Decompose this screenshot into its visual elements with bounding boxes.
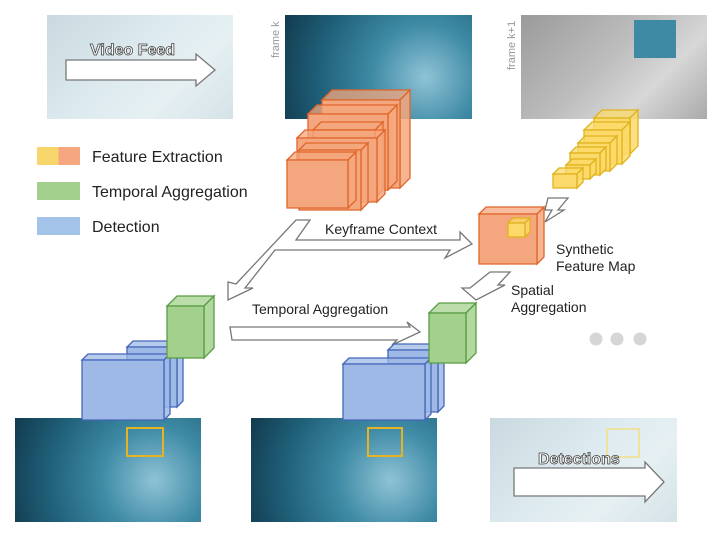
detection-image-1 [15, 418, 201, 522]
feature-extraction-layer-light-side [629, 108, 639, 156]
legend-label: Feature Extraction [92, 149, 223, 166]
synthetic-feature-patch [507, 222, 526, 238]
feature-extraction-layer-side [399, 88, 411, 190]
legend-swatch-feature-extraction [37, 147, 80, 165]
detection-layer-top [80, 353, 172, 361]
temporal-aggregation-block [428, 312, 467, 364]
spatial-label: Spatial [511, 282, 554, 298]
keyframe-context-label: Keyframe Context [325, 221, 438, 237]
feature-extraction-layer-side [376, 128, 386, 204]
feature-extraction-layer-light [552, 173, 578, 189]
synthetic-feature-map-top [477, 206, 546, 215]
feature-extraction-layer-side [360, 141, 369, 212]
detection-box [126, 427, 164, 457]
feature-extraction-layer-top [285, 151, 358, 161]
legend-swatch-temporal-aggregation [37, 182, 80, 200]
legend-label: Detection [92, 219, 160, 236]
feature-extraction-layer-light-side [609, 134, 618, 173]
temporal-aggregation-block-side [465, 301, 477, 365]
detection-layer-side [424, 356, 432, 422]
feature-extraction-layer-top [297, 142, 370, 151]
detections-arrow [513, 460, 665, 504]
detections-label: Detections [538, 451, 621, 469]
detection-layer-top [341, 357, 433, 365]
feature-extraction-layer-light-side [599, 145, 607, 177]
legend-swatch-detection [37, 217, 80, 235]
feature-map-label: Feature Map [556, 258, 636, 274]
detection-box [606, 428, 640, 458]
feature-extraction-layer [286, 159, 349, 209]
feature-extraction-layer-top [320, 89, 412, 101]
detection-layer [81, 359, 165, 421]
temporal-aggregation-block-side [203, 294, 215, 360]
frame-k1-image [521, 15, 707, 119]
temporal-aggregation-arrow [229, 321, 422, 346]
legend-label: Temporal Aggregation [92, 184, 248, 201]
video-feed-arrow [65, 52, 217, 88]
feature-extraction-layer-top [306, 104, 399, 115]
video-feed-label: Video Feed [90, 42, 176, 60]
detection-box [367, 427, 403, 457]
drone-region-highlight [634, 20, 676, 58]
feature-extraction-layer-top [311, 121, 385, 131]
detection-image-2 [251, 418, 437, 522]
feature-to-synthetic-arrow [544, 197, 570, 223]
feature-extraction-layer-side [347, 150, 357, 210]
aggregation-label: Aggregation [511, 299, 587, 315]
feature-extraction-layer-top [295, 129, 387, 139]
spatial-aggregation-arrow [460, 271, 512, 301]
continuation-dot-icon [589, 332, 603, 346]
temporal-aggregation-block [166, 305, 205, 359]
continuation-dot-icon [610, 332, 624, 346]
detection-layer [342, 363, 426, 421]
keyframe-context-arrow [227, 219, 474, 302]
feature-extraction-layer-light-side [621, 120, 631, 166]
feature-extraction-layer-side [387, 103, 398, 192]
continuation-dot-icon [633, 332, 647, 346]
synthetic-feature-map-side [536, 205, 545, 266]
temporal-aggregation-label: Temporal Aggregation [252, 301, 389, 317]
synthetic-label: Synthetic [556, 241, 614, 257]
detection-layer-side [163, 352, 171, 422]
